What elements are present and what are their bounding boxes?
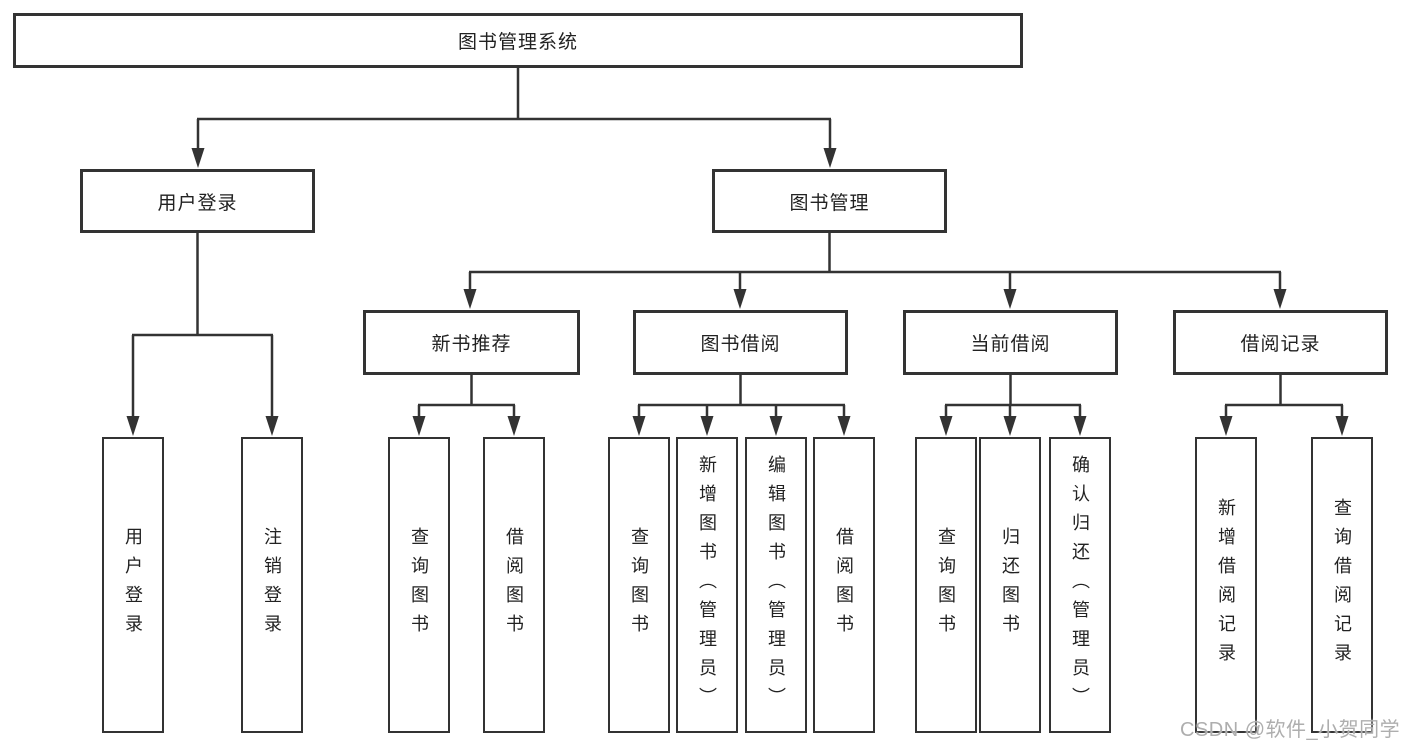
node-library-system: 图书管理系统 xyxy=(13,13,1023,68)
leaf-add-book-admin-label: 新增图书（管理员） xyxy=(697,454,717,716)
leaf-add-borrow-record: 新增借阅记录 xyxy=(1195,437,1257,733)
node-book-borrowing: 图书借阅 xyxy=(633,310,848,375)
leaf-borrow-books-borrowing-label: 借阅图书 xyxy=(834,527,854,643)
node-current-borrowing-label: 当前借阅 xyxy=(970,334,1051,355)
node-book-management-label: 图书管理 xyxy=(789,192,870,214)
node-book-management: 图书管理 xyxy=(712,169,947,233)
leaf-query-books-borrowing-label: 查询图书 xyxy=(629,527,649,643)
node-current-borrowing: 当前借阅 xyxy=(903,310,1118,375)
leaf-return-book-label: 归还图书 xyxy=(1000,527,1020,643)
leaf-query-books-borrowing: 查询图书 xyxy=(608,437,670,733)
leaf-query-books-current: 查询图书 xyxy=(915,437,977,733)
leaf-borrow-books-borrowing: 借阅图书 xyxy=(813,437,875,733)
watermark-text: CSDN @软件_小贺同学 xyxy=(1180,719,1401,741)
node-borrowing-records-label: 借阅记录 xyxy=(1240,334,1321,355)
node-user-login-label: 用户登录 xyxy=(157,192,238,214)
leaf-query-books-current-label: 查询图书 xyxy=(936,527,956,643)
node-new-book-recommendation: 新书推荐 xyxy=(363,310,580,375)
leaf-confirm-return-admin: 确认归还（管理员） xyxy=(1049,437,1111,733)
node-user-login: 用户登录 xyxy=(80,169,315,233)
leaf-logout: 注销登录 xyxy=(241,437,303,733)
leaf-user-login: 用户登录 xyxy=(102,437,164,733)
leaf-confirm-return-admin-label: 确认归还（管理员） xyxy=(1070,454,1090,716)
leaf-borrow-books-recommend-label: 借阅图书 xyxy=(504,527,524,643)
leaf-return-book: 归还图书 xyxy=(979,437,1041,733)
leaf-borrow-books-recommend: 借阅图书 xyxy=(483,437,545,733)
node-book-borrowing-label: 图书借阅 xyxy=(700,334,781,355)
leaf-logout-label: 注销登录 xyxy=(262,527,282,643)
leaf-query-books-recommend-label: 查询图书 xyxy=(409,527,429,643)
node-borrowing-records: 借阅记录 xyxy=(1173,310,1388,375)
leaf-add-book-admin: 新增图书（管理员） xyxy=(676,437,738,733)
leaf-add-borrow-record-label: 新增借阅记录 xyxy=(1216,498,1236,672)
leaf-edit-book-admin: 编辑图书（管理员） xyxy=(745,437,807,733)
leaf-query-borrow-record: 查询借阅记录 xyxy=(1311,437,1373,733)
leaf-query-books-recommend: 查询图书 xyxy=(388,437,450,733)
leaf-edit-book-admin-label: 编辑图书（管理员） xyxy=(766,454,786,716)
leaf-user-login-label: 用户登录 xyxy=(123,527,143,643)
node-library-system-label: 图书管理系统 xyxy=(457,32,578,53)
node-new-book-recommendation-label: 新书推荐 xyxy=(431,334,512,355)
leaf-query-borrow-record-label: 查询借阅记录 xyxy=(1332,498,1352,672)
